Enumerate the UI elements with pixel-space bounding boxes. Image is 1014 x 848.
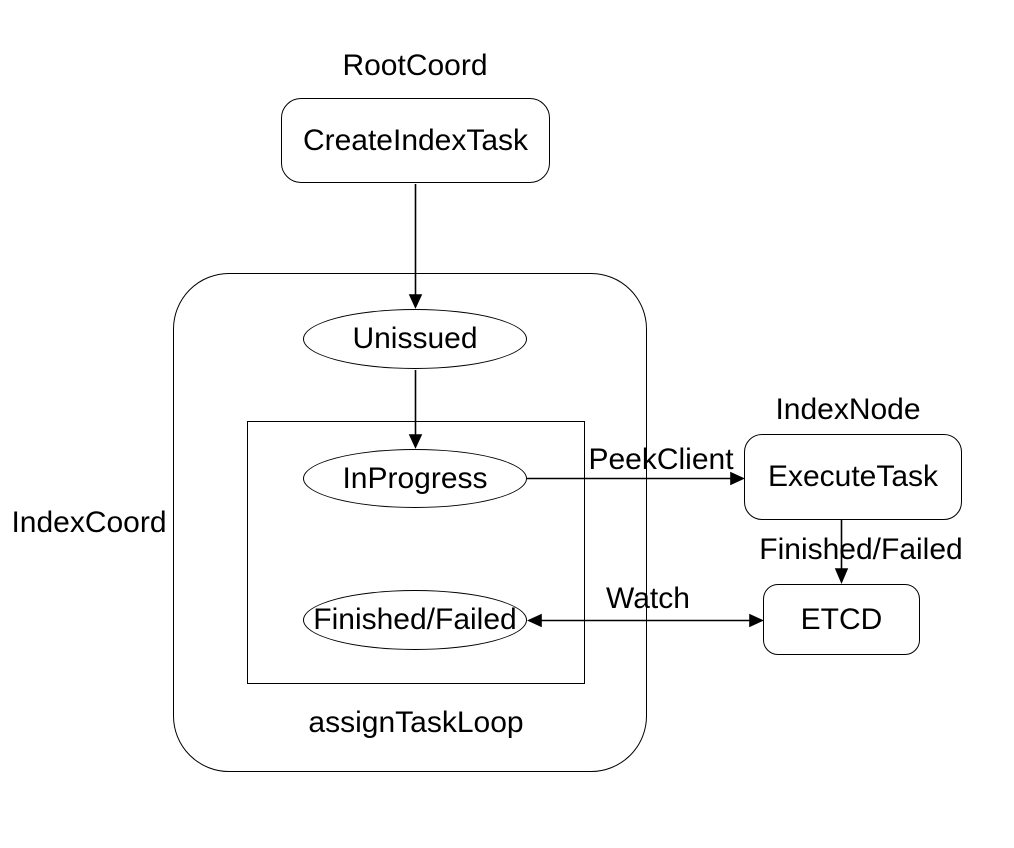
node-in-progress: InProgress — [303, 449, 527, 508]
arrowhead-down-icon — [834, 568, 849, 585]
node-in-progress-label: InProgress — [342, 461, 488, 495]
node-execute-task: ExecuteTask — [744, 434, 962, 520]
node-unissued: Unissued — [303, 309, 527, 369]
edge-label-finished-failed: Finished/Failed — [759, 533, 963, 566]
container-index-coord — [173, 273, 647, 772]
node-create-index-task: CreateIndexTask — [281, 98, 550, 183]
node-finished-failed: Finished/Failed — [303, 590, 527, 650]
node-etcd-label: ETCD — [800, 602, 883, 636]
edge-label-peek-client: PeekClient — [588, 443, 734, 476]
label-root-coord: RootCoord — [342, 49, 488, 82]
label-index-node: IndexNode — [775, 393, 921, 426]
label-assign-task-loop: assignTaskLoop — [308, 706, 524, 739]
edge-label-watch: Watch — [606, 582, 690, 615]
node-create-index-task-label: CreateIndexTask — [302, 123, 529, 157]
node-etcd: ETCD — [763, 584, 920, 655]
label-index-coord: IndexCoord — [11, 506, 167, 539]
node-unissued-label: Unissued — [352, 322, 478, 355]
node-execute-task-label: ExecuteTask — [767, 460, 939, 493]
arrowhead-right-icon — [749, 613, 764, 628]
node-finished-failed-label: Finished/Failed — [313, 603, 517, 636]
